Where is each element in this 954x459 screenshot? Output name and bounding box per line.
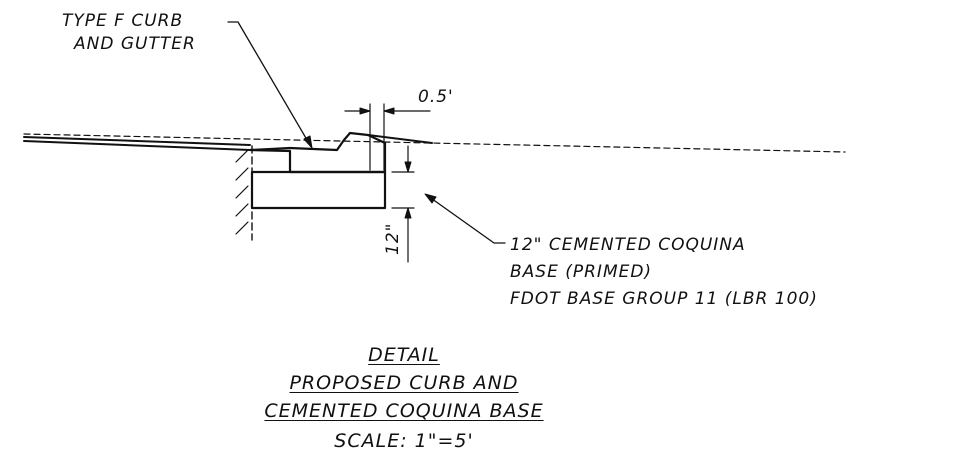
base-label-line2: BASE (PRIMED)	[510, 262, 653, 282]
grade-line-dashed	[23, 133, 846, 153]
title-line-2: PROPOSED CURB AND	[194, 370, 614, 396]
offset-arrow-right	[383, 107, 395, 115]
curb-label-line2: AND GUTTER	[74, 34, 196, 54]
depth-dimension-label: 12"	[383, 222, 403, 255]
offset-dimension-label: 0.5'	[418, 87, 454, 107]
curb-leader-arrow	[303, 135, 313, 149]
cut-hatching	[235, 149, 249, 235]
title-detail: DETAIL	[194, 342, 614, 368]
curb-top-slope	[367, 134, 433, 144]
base-label-line3: FDOT BASE GROUP 11 (LBR 100)	[510, 289, 818, 309]
pavement-edge-bottom	[23, 140, 251, 151]
title-line-2-text: PROPOSED CURB AND	[289, 372, 519, 394]
title-line-3-text: CEMENTED COQUINA BASE	[264, 400, 544, 422]
title-detail-text: DETAIL	[368, 344, 440, 366]
curb-leader	[227, 21, 311, 146]
base-leader	[427, 195, 506, 244]
curb-profile	[248, 131, 387, 174]
offset-arrow-left	[359, 107, 371, 115]
coquina-base	[250, 170, 387, 210]
title-line-3: CEMENTED COQUINA BASE	[194, 398, 614, 424]
pavement-edge-top	[23, 136, 251, 146]
scale-note: SCALE: 1"=5'	[334, 430, 474, 452]
base-leader-arrow	[424, 193, 437, 204]
base-label-line1: 12" CEMENTED COQUINA	[510, 235, 746, 255]
curb-label-line1: TYPE F CURB	[62, 11, 184, 31]
depth-arrow-top	[404, 161, 412, 173]
depth-arrow-bottom	[404, 207, 412, 219]
